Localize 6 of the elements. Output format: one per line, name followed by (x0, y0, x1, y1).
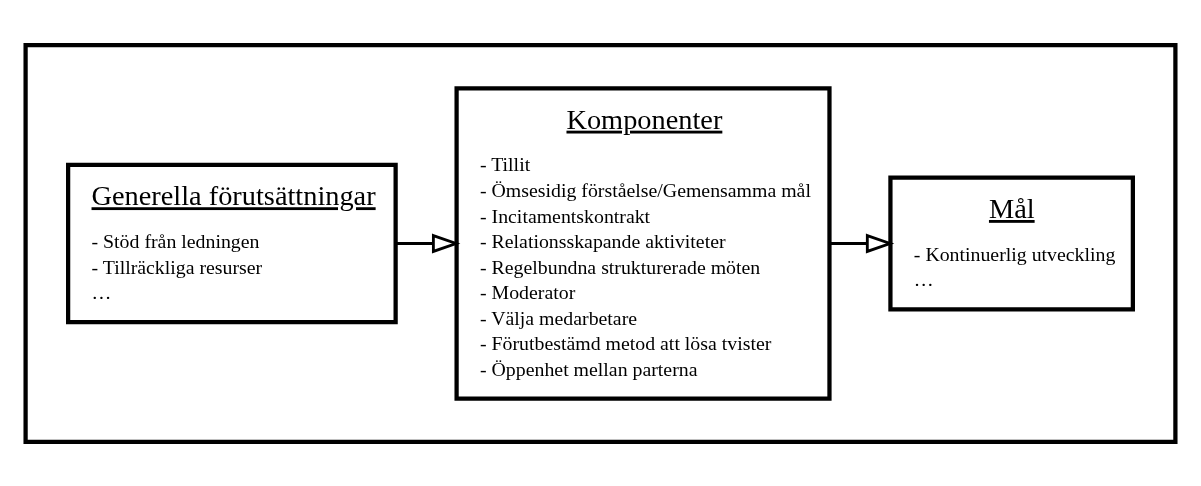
node-box: Generella förutsättningar - Stöd från ledningen - Tillräckliga resurser … (66, 162, 398, 324)
node-box: Mål - Kontinuerlig utveckling … (888, 174, 1135, 312)
arrow (829, 233, 895, 253)
node-box: Komponenter - Tillit - Ömsesidig förståelse/Gemensamma mål - Incitamentskontrakt - Relationsskapande aktiviteter - Regelbundna strukturerade möten - Moderator - Välja medarbetare - Förutbestämd metod att lösa tvister - Öppenhet mellan parterna (454, 85, 832, 401)
cluster (23, 42, 1178, 444)
arrow (395, 233, 461, 253)
